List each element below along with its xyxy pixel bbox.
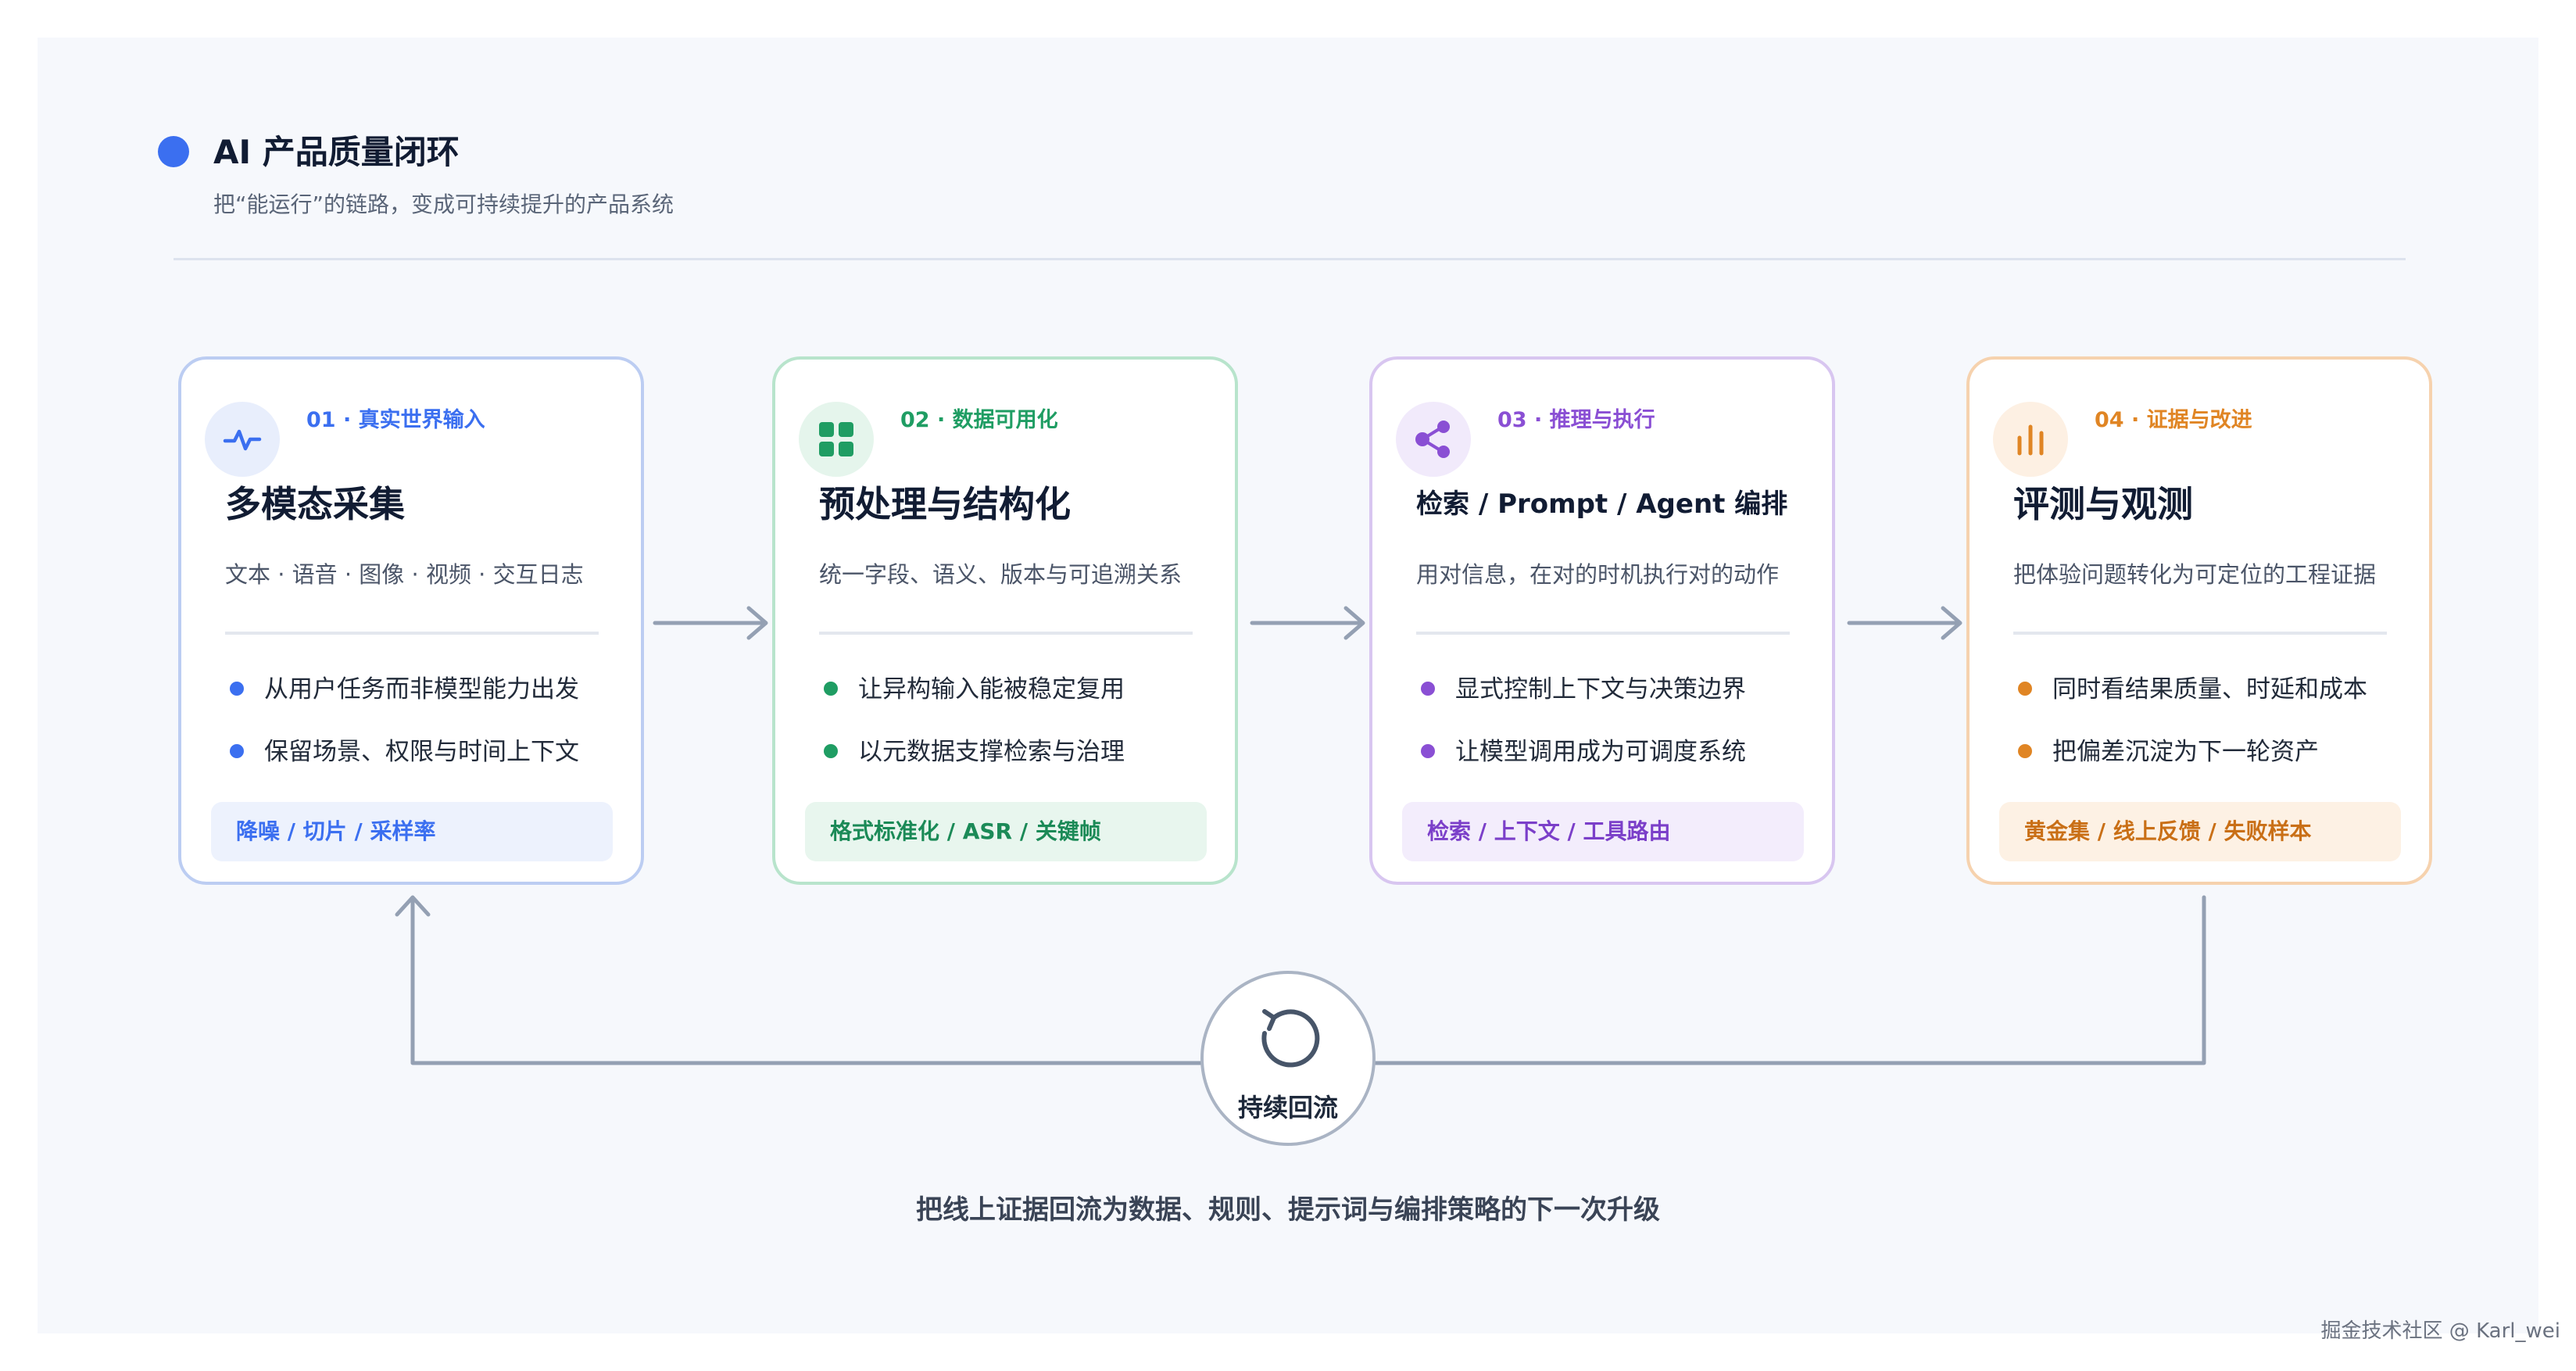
card-description: 统一字段、语义、版本与可追溯关系	[819, 561, 1182, 588]
loop-return-line	[395, 895, 2206, 1065]
bullet-dot	[824, 744, 838, 758]
bullet-dot	[230, 682, 244, 696]
grid-icon	[799, 402, 874, 477]
bullet-text: 显式控制上下文与决策边界	[1455, 675, 1746, 703]
step-card-1: 01 · 真实世界输入 多模态采集 文本 · 语音 · 图像 · 视频 · 交互…	[178, 356, 644, 885]
card-divider	[819, 632, 1193, 635]
step-label: 02 · 数据可用化	[900, 408, 1058, 432]
header-divider	[174, 258, 2406, 260]
card-title: 多模态采集	[225, 483, 405, 525]
bullet-text: 保留场景、权限与时间上下文	[264, 738, 579, 766]
bullet-text: 让模型调用成为可调度系统	[1455, 738, 1746, 766]
share-nodes-icon	[1396, 402, 1471, 477]
card-tag: 黄金集 / 线上反馈 / 失败样本	[1999, 802, 2401, 861]
bullet-text: 以元数据支撑检索与治理	[858, 738, 1125, 766]
loop-caption: 把线上证据回流为数据、规则、提示词与编排策略的下一次升级	[916, 1194, 1660, 1226]
step-label: 04 · 证据与改进	[2095, 408, 2252, 432]
title-dot	[158, 136, 189, 167]
bullet-item: 让异构输入能被稳定复用	[824, 668, 1125, 711]
loop-node: 持续回流	[1200, 971, 1376, 1146]
page-subtitle: 把“能运行”的链路，变成可持续提升的产品系统	[213, 192, 674, 217]
arrow-2-to-3	[1250, 606, 1365, 640]
step-label: 01 · 真实世界输入	[306, 408, 485, 432]
card-description: 用对信息，在对的时机执行对的动作	[1416, 561, 1780, 588]
card-tag: 检索 / 上下文 / 工具路由	[1402, 802, 1804, 861]
bar-chart-icon	[1993, 402, 2068, 477]
step-card-3: 03 · 推理与执行 检索 / Prompt / Agent 编排 用对信息，在…	[1369, 356, 1835, 885]
bullet-dot	[824, 682, 838, 696]
bullet-item: 保留场景、权限与时间上下文	[230, 730, 579, 774]
bullet-dot	[1421, 744, 1435, 758]
bullet-text: 从用户任务而非模型能力出发	[264, 675, 579, 703]
loop-label: 持续回流	[1237, 1093, 1338, 1122]
card-title: 预处理与结构化	[819, 483, 1071, 525]
card-tag: 格式标准化 / ASR / 关键帧	[805, 802, 1207, 861]
refresh-icon	[1261, 1009, 1320, 1068]
step-card-2: 02 · 数据可用化 预处理与结构化 统一字段、语义、版本与可追溯关系 让异构输…	[772, 356, 1238, 885]
card-tag: 降噪 / 切片 / 采样率	[211, 802, 613, 861]
card-divider	[1416, 632, 1790, 635]
arrow-1-to-2	[653, 606, 768, 640]
bullet-dot	[1421, 682, 1435, 696]
bullet-dot	[2018, 744, 2032, 758]
step-label: 03 · 推理与执行	[1497, 408, 1655, 432]
card-title: 评测与观测	[2013, 483, 2193, 525]
card-divider	[2013, 632, 2387, 635]
bullet-item: 从用户任务而非模型能力出发	[230, 668, 579, 711]
bullet-item: 同时看结果质量、时延和成本	[2018, 668, 2367, 711]
bullet-text: 让异构输入能被稳定复用	[858, 675, 1125, 703]
card-divider	[225, 632, 599, 635]
page-title: AI 产品质量闭环	[213, 133, 460, 171]
card-title: 检索 / Prompt / Agent 编排	[1416, 489, 1788, 520]
bullet-text: 把偏差沉淀为下一轮资产	[2052, 738, 2319, 766]
pulse-icon	[205, 402, 280, 477]
bullet-item: 显式控制上下文与决策边界	[1421, 668, 1746, 711]
arrow-3-to-4	[1847, 606, 1962, 640]
bullet-dot	[230, 744, 244, 758]
step-card-4: 04 · 证据与改进 评测与观测 把体验问题转化为可定位的工程证据 同时看结果质…	[1966, 356, 2432, 885]
bullet-dot	[2018, 682, 2032, 696]
bullet-item: 以元数据支撑检索与治理	[824, 730, 1125, 774]
card-description: 文本 · 语音 · 图像 · 视频 · 交互日志	[225, 561, 584, 588]
watermark: 掘金技术社区 @ Karl_wei	[2320, 1319, 2560, 1343]
bullet-item: 让模型调用成为可调度系统	[1421, 730, 1746, 774]
card-description: 把体验问题转化为可定位的工程证据	[2013, 561, 2377, 588]
bullet-item: 把偏差沉淀为下一轮资产	[2018, 730, 2319, 774]
bullet-text: 同时看结果质量、时延和成本	[2052, 675, 2367, 703]
